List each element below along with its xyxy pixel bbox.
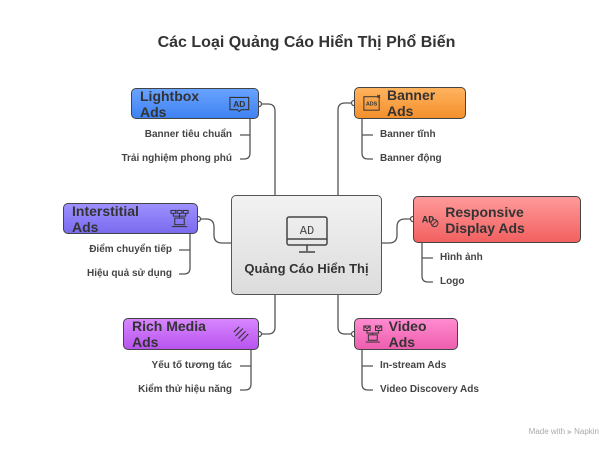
list-item: In-stream Ads — [380, 360, 447, 371]
center-node: AD Quảng Cáo Hiển Thị — [231, 195, 382, 295]
svg-text:AD: AD — [299, 224, 313, 238]
paperclips-icon — [233, 326, 249, 342]
center-label: Quảng Cáo Hiển Thị — [244, 260, 369, 276]
node-interstitial-ads: Interstitial Ads — [63, 202, 198, 235]
list-item: Banner tĩnh — [380, 129, 436, 140]
node-label: Lightbox Ads — [140, 87, 200, 120]
napkin-watermark: Made with ⫸ Napkin — [528, 427, 599, 436]
node-label: Interstitial Ads — [72, 202, 139, 235]
laptop-network-icon — [170, 209, 189, 227]
list-item: Video Discovery Ads — [380, 384, 479, 395]
list-item: Banner tiêu chuẩn — [144, 129, 232, 140]
ad-monitor-icon: AD — [285, 215, 328, 253]
list-item: Hình ảnh — [440, 252, 483, 263]
node-rich-media-ads: Rich Media Ads — [123, 318, 259, 350]
svg-text:AD: AD — [422, 215, 434, 226]
list-item: Hiệu quả sử dụng — [86, 268, 172, 279]
svg-text:ADS: ADS — [366, 102, 378, 108]
node-video-ads: Video Ads — [354, 318, 458, 350]
ads-banner-icon: ADS — [363, 94, 381, 111]
ad-blocked-icon: AD — [422, 215, 439, 227]
list-item: Logo — [440, 276, 465, 287]
node-banner-ads: ADS Banner Ads — [354, 87, 466, 119]
list-item: Banner động — [380, 153, 442, 164]
node-label: Responsive Display Ads — [445, 203, 525, 236]
diagram-title: Các Loại Quảng Cáo Hiển Thị Phổ Biến — [157, 34, 456, 51]
list-item: Kiểm thử hiệu năng — [138, 384, 232, 395]
node-lightbox-ads: Lightbox Ads AD — [131, 87, 259, 120]
list-item: Điểm chuyển tiếp — [89, 244, 172, 255]
ad-book-icon: AD — [229, 96, 250, 112]
node-label: Rich Media Ads — [132, 318, 206, 350]
laptop-mail-icon — [363, 325, 383, 343]
node-responsive-display-ads: AD Responsive Display Ads — [413, 196, 581, 243]
list-item: Yếu tố tương tác — [151, 360, 232, 371]
node-label: Video Ads — [388, 318, 427, 350]
svg-text:AD: AD — [234, 98, 246, 108]
node-label: Banner Ads — [386, 87, 436, 119]
list-item: Trải nghiệm phong phú — [121, 153, 232, 164]
